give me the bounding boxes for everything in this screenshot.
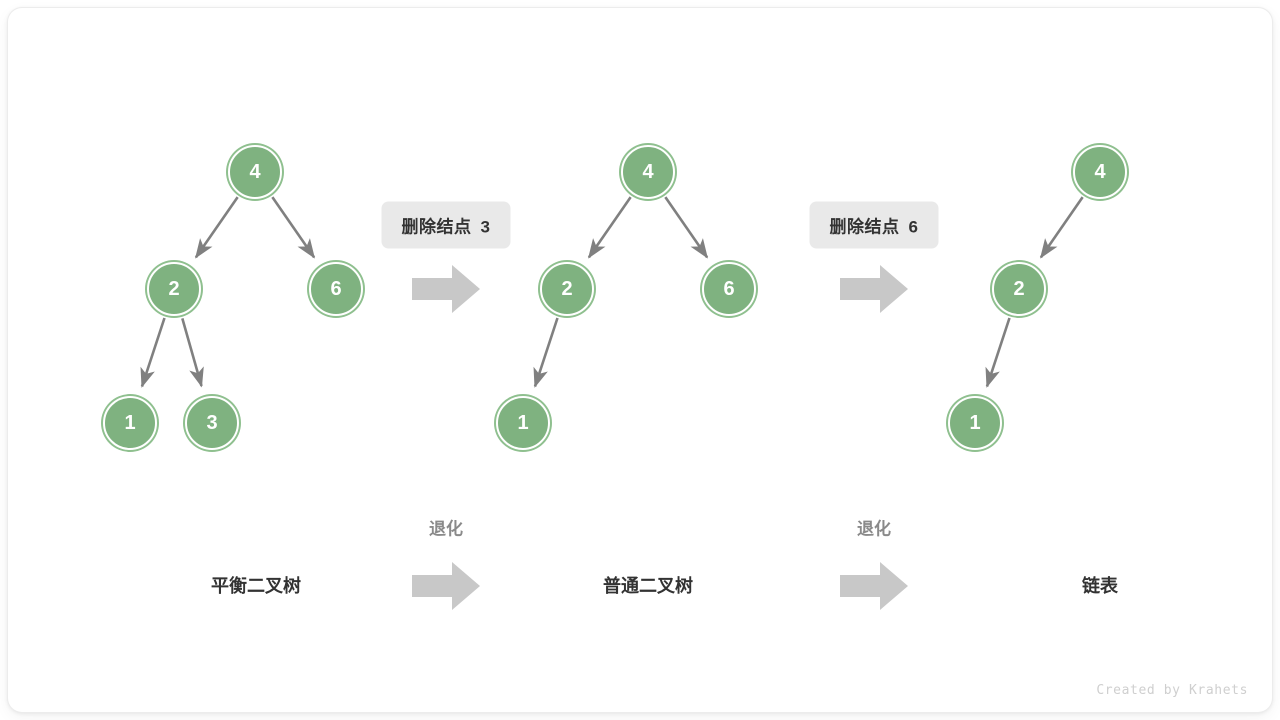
right-arrow-icon [412,265,480,313]
bottom-block-arrow-2 [840,559,908,613]
tree-node: 4 [1073,145,1127,199]
tree-node: 2 [992,262,1046,316]
tree-node: 6 [309,262,363,316]
tree-edge [271,196,316,259]
tree-node: 1 [103,396,157,450]
badge-value: 3 [480,217,491,237]
badge-label: 删除结点 [829,217,900,237]
tree-edge [664,196,709,259]
block-arrow-delete-6 [840,262,908,316]
tree-edge [194,196,239,259]
right-arrow-icon [840,562,908,610]
transition-badge-delete-3: 删除结点 3 [381,201,511,249]
right-arrow-icon [412,562,480,610]
caption-balanced-tree: 平衡二叉树 [211,576,301,596]
tree-edge [140,317,166,388]
tree-node: 2 [540,262,594,316]
tree-node: 1 [496,396,550,450]
tree-node: 1 [948,396,1002,450]
transition-badge-delete-6: 删除结点 6 [809,201,939,249]
tree-node: 6 [702,262,756,316]
caption-linked-list: 链表 [1082,576,1118,596]
tree-node: 3 [185,396,239,450]
credit-text: Created by Krahets [1096,683,1248,698]
step-label-degenerate-2: 退化 [857,519,891,539]
tree-edge [985,317,1011,388]
tree-edges-layer [140,196,1084,388]
tree-edge [587,196,632,259]
right-arrow-icon [840,265,908,313]
tree-node: 2 [147,262,201,316]
tree-node: 4 [228,145,282,199]
tree-edge-group [140,196,1084,388]
tree-edge [1039,196,1084,259]
caption-ordinary-tree: 普通二叉树 [603,576,693,596]
bottom-block-arrow-1 [412,559,480,613]
badge-value: 6 [908,217,919,237]
block-arrow-delete-3 [412,262,480,316]
badge-label: 删除结点 [401,217,472,237]
step-label-degenerate-1: 退化 [429,519,463,539]
tree-edge [533,317,559,388]
tree-edge [181,317,204,388]
tree-node: 4 [621,145,675,199]
